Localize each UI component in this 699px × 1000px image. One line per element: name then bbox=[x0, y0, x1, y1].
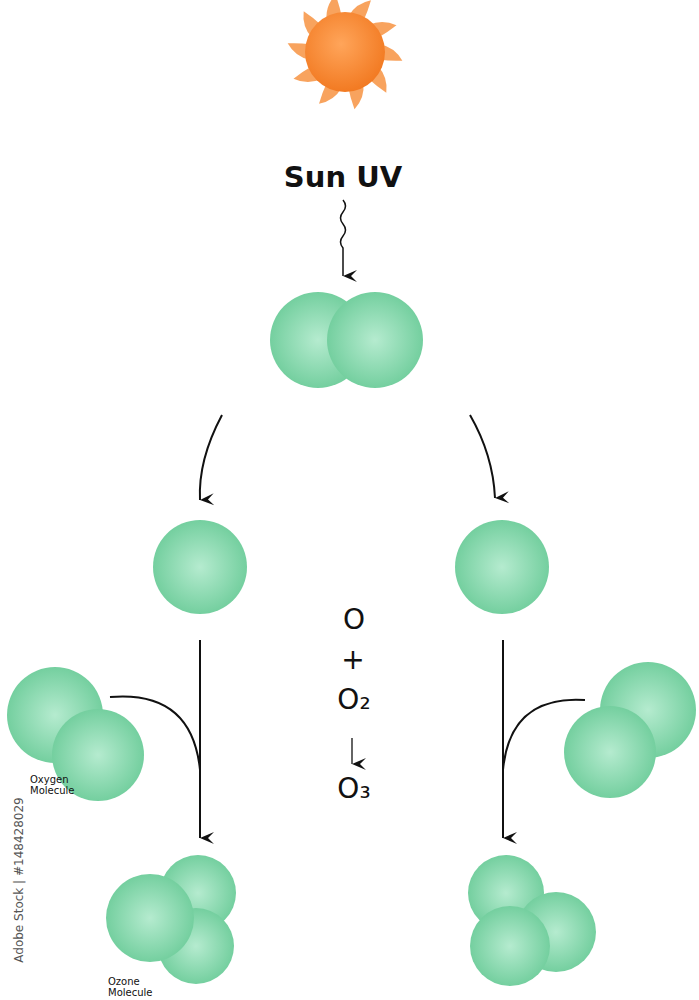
ozone-molecule bbox=[468, 855, 596, 986]
uv-label: Sun UV bbox=[284, 160, 402, 194]
uv-arrow bbox=[341, 200, 346, 276]
equation-arrow bbox=[351, 738, 352, 764]
oxygen-atom bbox=[153, 520, 247, 614]
equation-term: O bbox=[343, 603, 365, 636]
reaction-arrow bbox=[199, 640, 201, 838]
split-arrow bbox=[470, 415, 495, 498]
oxygen-molecule bbox=[564, 662, 696, 798]
oxygen-molecule bbox=[7, 667, 144, 801]
split-arrow bbox=[200, 415, 222, 500]
oxygen-atom bbox=[455, 520, 549, 614]
reaction-arrow bbox=[502, 640, 504, 838]
part-name: Oxygen Molecule bbox=[30, 774, 90, 796]
watermark: Adobe Stock | #148428029 bbox=[12, 797, 26, 962]
oxygen-molecule bbox=[270, 292, 423, 388]
equation-term: O₂ bbox=[337, 683, 370, 716]
ozone-molecule bbox=[106, 855, 236, 984]
equation-term: O₃ bbox=[337, 772, 370, 805]
equation-term: + bbox=[341, 643, 364, 676]
part-name: Ozone Molecule bbox=[108, 976, 168, 998]
sun bbox=[288, 0, 403, 109]
